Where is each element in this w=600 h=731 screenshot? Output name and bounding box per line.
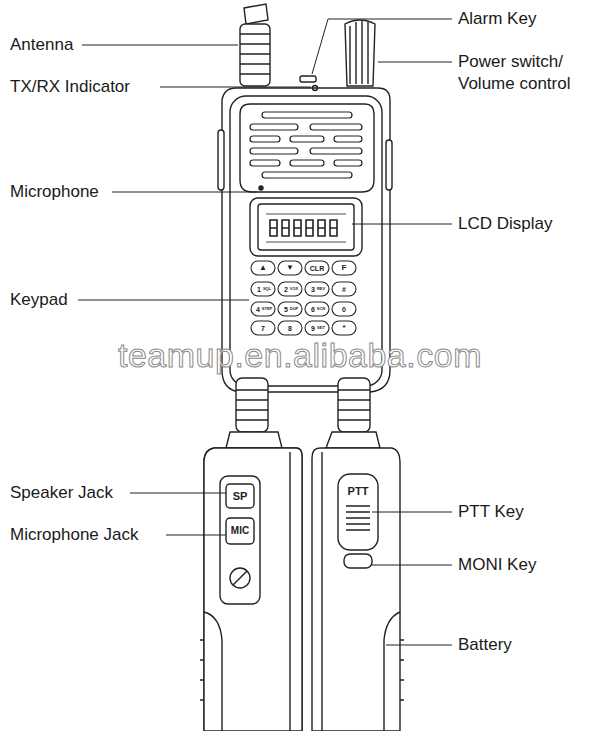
device-marking: 6 (311, 306, 315, 313)
device-marking: MIC (231, 526, 249, 536)
watermark: teamup.en.alibaba.com (118, 336, 482, 375)
part-label: PTT Key (458, 501, 524, 523)
part-label: Battery (458, 634, 512, 656)
part-label: LCD Display (458, 213, 552, 235)
device-marking: # (342, 286, 346, 293)
device-marking: 7 (261, 325, 265, 332)
device-marking: 3 (311, 286, 315, 293)
part-label: MONI Key (458, 554, 536, 576)
device-marking: 2 (284, 286, 288, 293)
device-marking: PTT (348, 486, 369, 497)
part-label: Microphone Jack (10, 524, 139, 546)
device-marking: ▼ (286, 264, 294, 272)
part-label: Keypad (10, 289, 68, 311)
device-marking: SCN (317, 307, 325, 311)
device-marking: 0 (342, 306, 346, 313)
device-marking: ▲ (259, 264, 267, 272)
device-marking: CLR (310, 265, 324, 272)
part-label: Microphone (10, 181, 99, 203)
device-marking: SQL (263, 287, 271, 291)
part-label: Power switch/ Volume control (458, 51, 594, 95)
device-marking: 5 (284, 306, 288, 313)
device-marking: VOX (290, 287, 298, 291)
device-marking: SP (233, 491, 248, 502)
device-marking: 4 (256, 306, 260, 313)
device-marking: DUP (290, 307, 298, 311)
device-marking: 9 (311, 325, 315, 332)
device-marking: REV (317, 287, 325, 291)
device-marking: 8 (288, 325, 292, 332)
device-marking: * (342, 324, 345, 332)
device-marking: STEP (262, 307, 272, 311)
part-label: Speaker Jack (10, 482, 113, 504)
device-marking: SET (317, 326, 325, 330)
device-marking: 1 (257, 286, 261, 293)
part-label: Alarm Key (458, 8, 536, 30)
part-label: TX/RX Indicator (10, 76, 130, 98)
device-marking: F (342, 264, 347, 272)
part-label: Antenna (10, 34, 73, 56)
